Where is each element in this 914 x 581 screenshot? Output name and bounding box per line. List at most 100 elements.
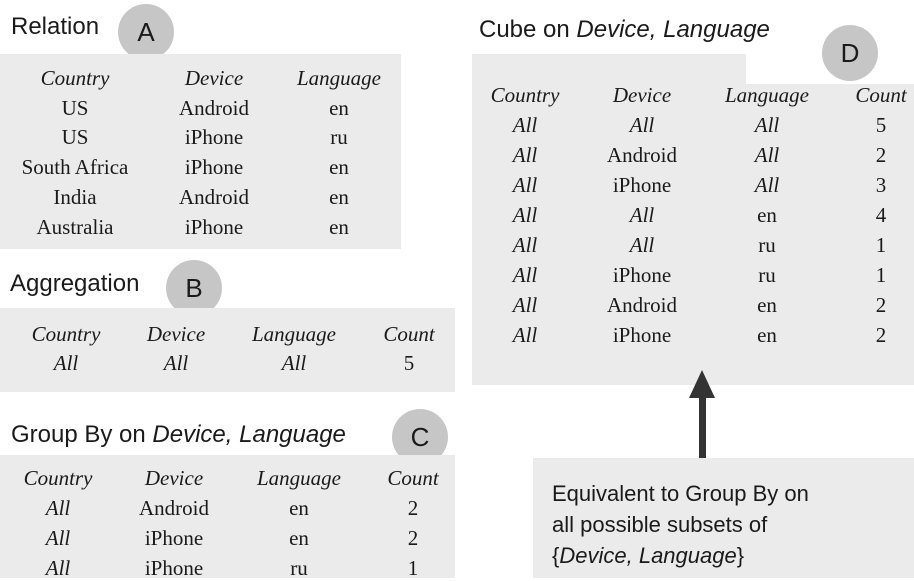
cube-title-attributes: Device, Language <box>576 16 770 43</box>
table-cell: Android <box>607 143 677 167</box>
table-cell: All <box>629 113 655 137</box>
table-cell: iPhone <box>184 125 244 150</box>
table-cell: en <box>329 184 349 209</box>
table-cell: iPhone <box>144 526 204 550</box>
table-cell: ru <box>758 233 776 257</box>
table-cell: All <box>45 526 71 550</box>
table-cell: US <box>61 95 89 120</box>
table-cell: 2 <box>875 293 887 317</box>
table-cell: All <box>629 203 655 227</box>
arrow-up-icon <box>689 370 715 398</box>
table-cell: Android <box>139 496 209 520</box>
column-header: Language <box>297 66 381 90</box>
note-brace-close: } <box>736 543 745 568</box>
column-header: Device <box>144 466 204 490</box>
table-cell: 5 <box>875 113 887 137</box>
equivalence-note: Equivalent to Group By on all possible s… <box>533 458 914 578</box>
note-line-1: Equivalent to Group By on <box>552 481 809 506</box>
table-cell: Australia <box>36 214 114 239</box>
group-by-title-attributes: Device, Language <box>152 421 346 448</box>
column-header: Device <box>146 322 206 346</box>
table-cell: en <box>329 95 349 120</box>
group-by-title: Group By on Device, Language <box>11 421 346 449</box>
column-header: Count <box>383 322 435 346</box>
table-cell: All <box>512 113 538 137</box>
table-cell: iPhone <box>612 323 672 347</box>
table-cell: iPhone <box>612 263 672 287</box>
table-cell: All <box>754 113 780 137</box>
table-cell: Android <box>179 95 249 120</box>
table-cell: iPhone <box>184 214 244 239</box>
table-cell: en <box>757 323 777 347</box>
note-line-3: {Device, Language} <box>552 540 914 571</box>
table-cell: All <box>53 351 79 375</box>
table-cell: All <box>512 143 538 167</box>
table-cell: ru <box>758 263 776 287</box>
column-header: Country <box>31 322 101 346</box>
table-cell: ru <box>290 556 308 580</box>
table-cell: en <box>329 214 349 239</box>
cube-table <box>472 54 746 385</box>
group-by-title-prefix: Group By on <box>11 421 153 448</box>
table-cell: South Africa <box>21 155 129 180</box>
table-cell: 2 <box>407 496 419 520</box>
cube-title-prefix: Cube on <box>479 16 577 43</box>
column-header: Count <box>855 83 907 107</box>
table-cell: 1 <box>407 556 419 580</box>
table-cell: All <box>512 233 538 257</box>
table-cell: iPhone <box>612 173 672 197</box>
column-header: Country <box>40 66 110 90</box>
table-cell: 5 <box>403 351 415 375</box>
table-cell: 3 <box>875 173 887 197</box>
table-cell: All <box>629 233 655 257</box>
aggregation-badge: B <box>166 260 222 316</box>
table-cell: 1 <box>875 263 887 287</box>
cube-table-right <box>746 84 914 385</box>
column-header: Language <box>725 83 809 107</box>
cube-badge: D <box>822 25 878 81</box>
table-cell: ru <box>330 125 348 150</box>
table-cell: en <box>757 293 777 317</box>
table-cell: All <box>512 173 538 197</box>
table-cell: en <box>329 155 349 180</box>
table-cell: All <box>163 351 189 375</box>
table-cell: Android <box>607 293 677 317</box>
table-cell: iPhone <box>144 556 204 580</box>
table-cell: en <box>289 526 309 550</box>
table-cell: All <box>754 173 780 197</box>
table-cell: 4 <box>875 203 887 227</box>
cube-title: Cube on Device, Language <box>479 16 770 44</box>
column-header: Device <box>184 66 244 90</box>
note-line-2: all possible subsets of <box>552 512 768 537</box>
column-header: Language <box>252 322 336 346</box>
arrow-shaft <box>699 396 706 458</box>
table-cell: en <box>757 203 777 227</box>
table-cell: All <box>754 143 780 167</box>
table-cell: 2 <box>875 143 887 167</box>
column-header: Country <box>23 466 93 490</box>
relation-badge: A <box>118 4 174 60</box>
table-cell: All <box>45 556 71 580</box>
table-cell: 2 <box>407 526 419 550</box>
table-cell: All <box>512 293 538 317</box>
table-cell: All <box>512 323 538 347</box>
table-cell: 1 <box>875 233 887 257</box>
table-cell: 2 <box>875 323 887 347</box>
table-cell: iPhone <box>184 155 244 180</box>
table-cell: Android <box>179 184 249 209</box>
column-header: Country <box>490 83 560 107</box>
table-cell: All <box>45 496 71 520</box>
column-header: Count <box>387 466 439 490</box>
table-cell: India <box>53 184 97 209</box>
column-header: Language <box>257 466 341 490</box>
table-cell: All <box>512 203 538 227</box>
aggregation-title: Aggregation <box>10 270 140 297</box>
table-cell: All <box>512 263 538 287</box>
table-cell: All <box>281 351 307 375</box>
note-brace-open: { <box>552 543 560 568</box>
table-cell: en <box>289 496 309 520</box>
